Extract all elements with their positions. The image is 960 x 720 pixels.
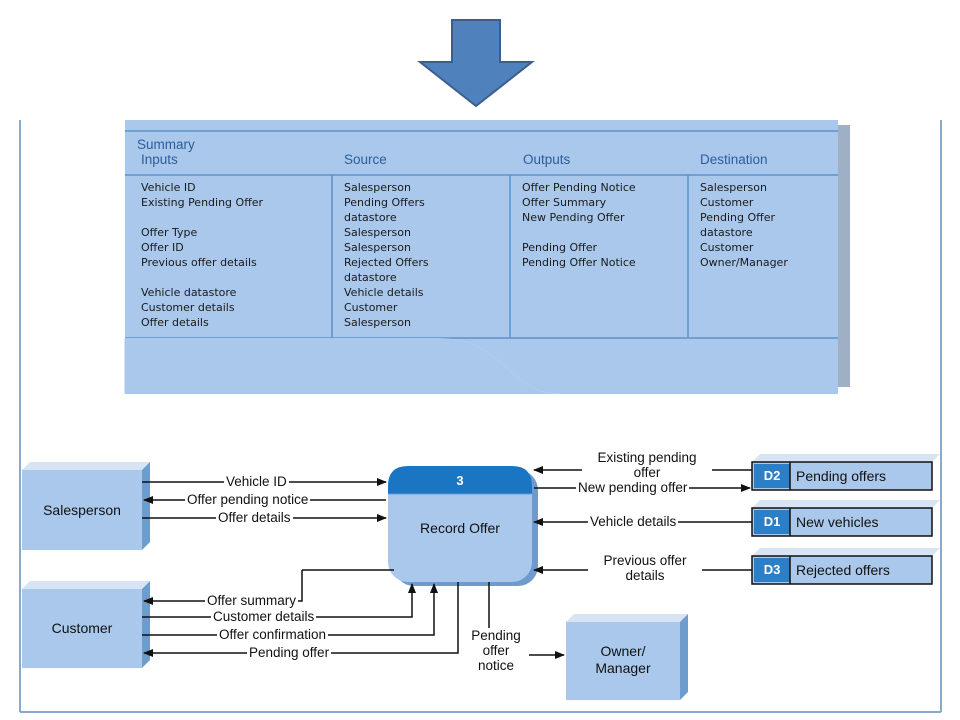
label-new-pending-offer: New pending offer xyxy=(576,480,690,495)
col-header-inputs: Inputs xyxy=(141,152,178,167)
label-previous-offer-details: Previous offer details xyxy=(588,553,702,583)
label-offer-confirmation: Offer confirmation xyxy=(217,627,329,642)
label-offer-pending-notice: Offer pending notice xyxy=(185,492,311,507)
store-d3-id: D3 xyxy=(763,562,781,577)
store-d3 xyxy=(751,548,940,585)
label-offer-details: Offer details xyxy=(216,510,293,525)
process-record-offer xyxy=(388,466,538,586)
store-d2 xyxy=(751,454,940,491)
entity-owner-manager-box xyxy=(566,614,688,700)
label-offer-summary: Offer summary xyxy=(205,593,299,608)
col-source-items: Salesperson Pending Offers datastore Sal… xyxy=(344,181,429,329)
store-d2-name: Pending offers xyxy=(796,468,887,484)
entity-salesperson-box xyxy=(22,462,150,550)
panel-shadow xyxy=(836,125,850,387)
panel-wave xyxy=(125,338,560,394)
process-name: Record Offer xyxy=(420,520,500,536)
store-d1 xyxy=(751,500,940,537)
entity-customer-box xyxy=(22,581,150,668)
col-header-source: Source xyxy=(344,152,387,167)
summary-title: Summary xyxy=(137,137,195,152)
label-vehicle-details: Vehicle details xyxy=(588,514,679,529)
col-header-outputs: Outputs xyxy=(523,152,571,167)
process-number: 3 xyxy=(456,473,464,488)
label-customer-details: Customer details xyxy=(211,609,317,624)
entity-salesperson-label: Salesperson xyxy=(43,502,121,518)
flow-offer-summary xyxy=(143,570,303,605)
label-pending-offer-notice: Pending offer notice xyxy=(463,628,529,673)
store-d1-id: D1 xyxy=(763,514,781,529)
col-header-destination: Destination xyxy=(700,152,768,167)
store-d2-id: D2 xyxy=(763,468,781,483)
col-outputs-items: Offer Pending Notice Offer Summary New P… xyxy=(522,181,636,269)
panel-body xyxy=(125,120,838,394)
entity-customer-label: Customer xyxy=(51,620,113,636)
label-existing-pending-offer: Existing pending offer xyxy=(582,450,712,480)
col-inputs-items: Vehicle ID Existing Pending Offer Offer … xyxy=(141,181,264,329)
label-pending-offer: Pending offer xyxy=(247,645,332,660)
label-vehicle-id: Vehicle ID xyxy=(224,474,289,489)
store-d1-name: New vehicles xyxy=(796,514,879,530)
col-destination-items: Salesperson Customer Pending Offer datas… xyxy=(700,181,788,269)
entity-owner-manager-label: Owner/ Manager xyxy=(595,643,651,676)
down-arrow-icon xyxy=(417,19,535,108)
store-d3-name: Rejected offers xyxy=(796,562,890,578)
